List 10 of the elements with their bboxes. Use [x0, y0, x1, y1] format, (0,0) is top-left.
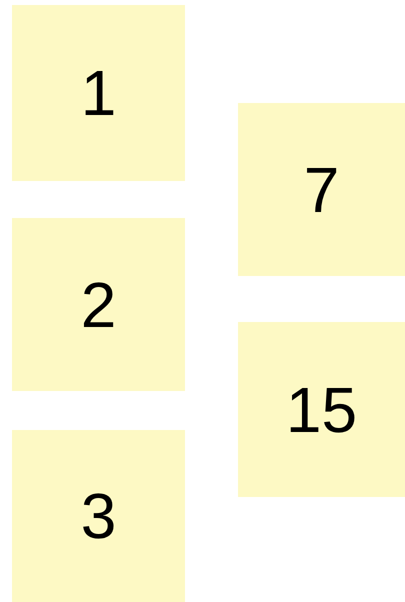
number-label: 2: [80, 272, 116, 336]
sticky-note: [12, 5, 185, 181]
sticky-note: [238, 103, 405, 276]
sticky-note: [12, 430, 185, 602]
number-label: 15: [286, 378, 358, 442]
number-label: 7: [304, 158, 340, 222]
number-label: 1: [80, 61, 116, 125]
number-label: 3: [80, 484, 116, 548]
sticky-note: [238, 322, 405, 497]
sticky-note: [12, 218, 185, 391]
